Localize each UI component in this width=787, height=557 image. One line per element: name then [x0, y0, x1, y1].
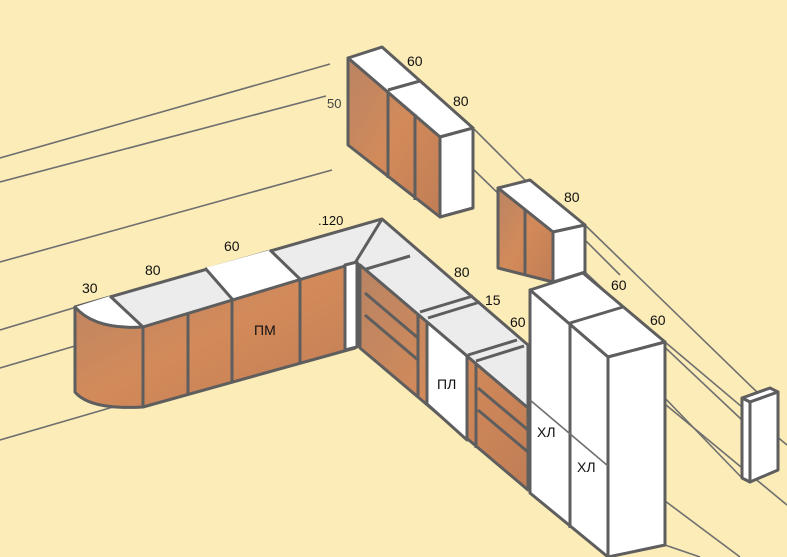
oven-label: ПЛ	[437, 376, 457, 392]
tall-width-2: 60	[650, 312, 666, 328]
fridge-label-2: ХЛ	[577, 459, 596, 475]
upper-cabinet-left	[346, 45, 475, 219]
fridge-label-1: ХЛ	[537, 424, 556, 440]
upper-height-label: 50	[327, 96, 342, 111]
base-width-80: 80	[145, 262, 161, 278]
upper-left-width-1: 60	[407, 53, 423, 69]
base-width-30: 30	[82, 280, 98, 296]
base-width-120: .120	[318, 213, 344, 228]
base-width-15: 15	[485, 292, 501, 308]
upper-right-width: 80	[564, 189, 580, 205]
base-width-60: 60	[224, 238, 240, 254]
base-width-60-right: 60	[510, 314, 526, 330]
tall-width-1: 60	[611, 277, 627, 293]
upper-left-width-2: 80	[453, 93, 469, 109]
dishwasher-label: ПМ	[254, 322, 276, 338]
tall-cabinets	[528, 271, 667, 557]
base-cabinets	[73, 217, 530, 492]
base-width-80-right: 80	[454, 264, 470, 280]
wall-box	[740, 386, 780, 484]
